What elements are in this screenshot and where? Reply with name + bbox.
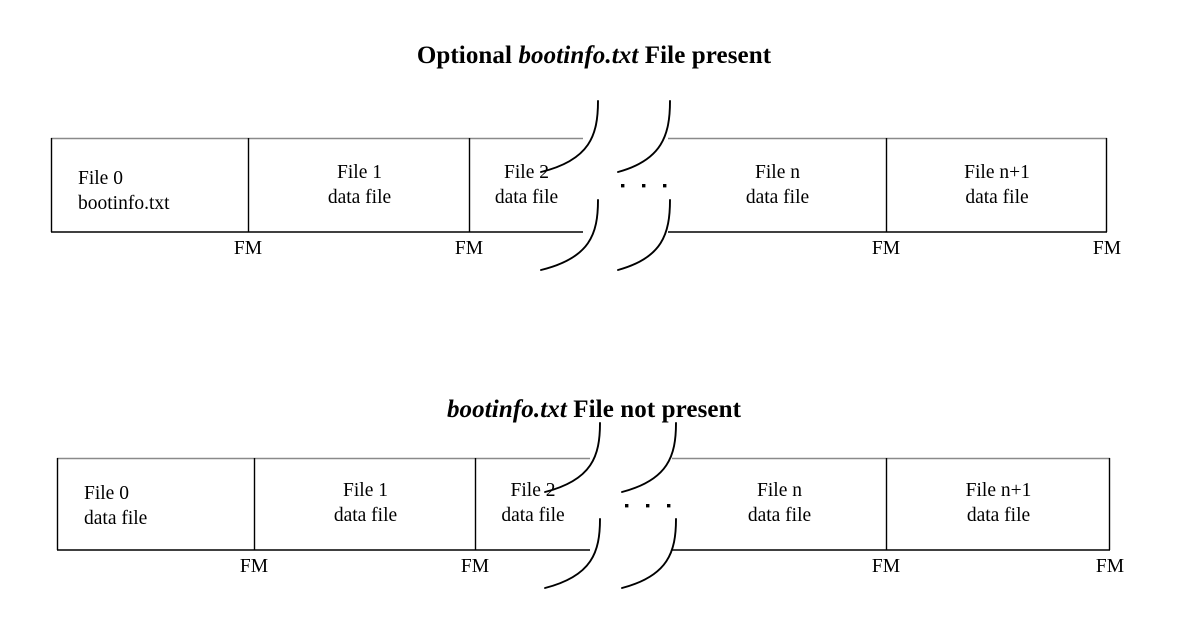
cell-line-1: File n [755,162,800,183]
tape-cell-file-1: File 1 data file [249,160,470,210]
break-curve-bottom-left [540,199,599,271]
cell-line-2: data file [747,505,812,526]
ellipsis-dot [642,184,646,188]
break-curve-top-left [540,100,599,173]
break-curve-bottom-right [617,199,671,271]
tape-cell-file-n-plus-1: File n+1 data file [887,478,1110,528]
file-mark-label: FM [233,238,263,259]
tape-strip-bootinfo-present [50,100,1108,271]
ellipsis-dot [625,504,629,508]
cell-line-1: File 1 [337,162,382,183]
tape-cell-file-n: File n data file [668,160,887,210]
cell-line-1: File 2 [510,480,556,501]
file-mark-label: FM [871,556,901,577]
file-mark-label: FM [239,556,269,577]
tape-cell-file-2: File 2 data file [470,160,583,210]
cell-line-2: data file [333,505,398,526]
cell-line-1: File 1 [343,480,388,501]
break-curve-top-right [621,422,677,493]
file-mark-label: FM [460,556,490,577]
diagram-title-bootinfo-absent: bootinfo.txt File not present [0,396,1188,424]
title-emphasis-filename: bootinfo.txt [446,396,567,423]
cell-line-2: bootinfo.txt [78,193,170,214]
cell-line-1: File 2 [504,162,549,183]
file-mark-label: FM [454,238,484,259]
cell-line-2: data file [501,505,565,526]
tape-cell-file-n-plus-1: File n+1 data file [887,160,1107,210]
title-emphasis-filename: bootinfo.txt [518,42,639,69]
cell-line-1: File n+1 [965,480,1032,501]
cell-line-1: File 0 [78,168,123,189]
break-curve-top-right [617,100,671,173]
title-suffix: File present [638,42,772,69]
cell-line-1: File n+1 [964,162,1030,183]
ellipsis-dot [663,184,667,188]
cell-line-2: data file [84,508,148,529]
ellipsis-dot [646,504,650,508]
tape-cell-file-0: File 0 bootinfo.txt [78,166,243,216]
title-prefix: Optional [416,42,519,69]
file-mark-label: FM [1095,556,1125,577]
tape-cell-file-2: File 2 data file [476,478,590,528]
ellipsis-dot [621,184,625,188]
file-mark-label: FM [1092,238,1122,259]
ellipsis-dot [667,504,671,508]
cell-line-2: data file [965,187,1029,208]
diagram-title-bootinfo-present: Optional bootinfo.txt File present [0,42,1188,70]
tape-strip-bootinfo-absent [56,422,1111,589]
tape-cell-file-1: File 1 data file [255,478,476,528]
cell-line-2: data file [745,187,810,208]
break-curve-top-left [544,422,601,493]
break-curve-bottom-right [621,518,677,589]
title-suffix: File not present [566,396,742,423]
tape-cell-file-0: File 0 data file [84,481,249,531]
cell-line-1: File n [757,480,802,501]
file-mark-label: FM [871,238,901,259]
cell-line-2: data file [966,505,1031,526]
tape-cell-file-n: File n data file [672,478,887,528]
break-curve-bottom-left [544,518,601,589]
cell-line-2: data file [494,187,559,208]
cell-line-1: File 0 [84,483,129,504]
cell-line-2: data file [327,187,392,208]
